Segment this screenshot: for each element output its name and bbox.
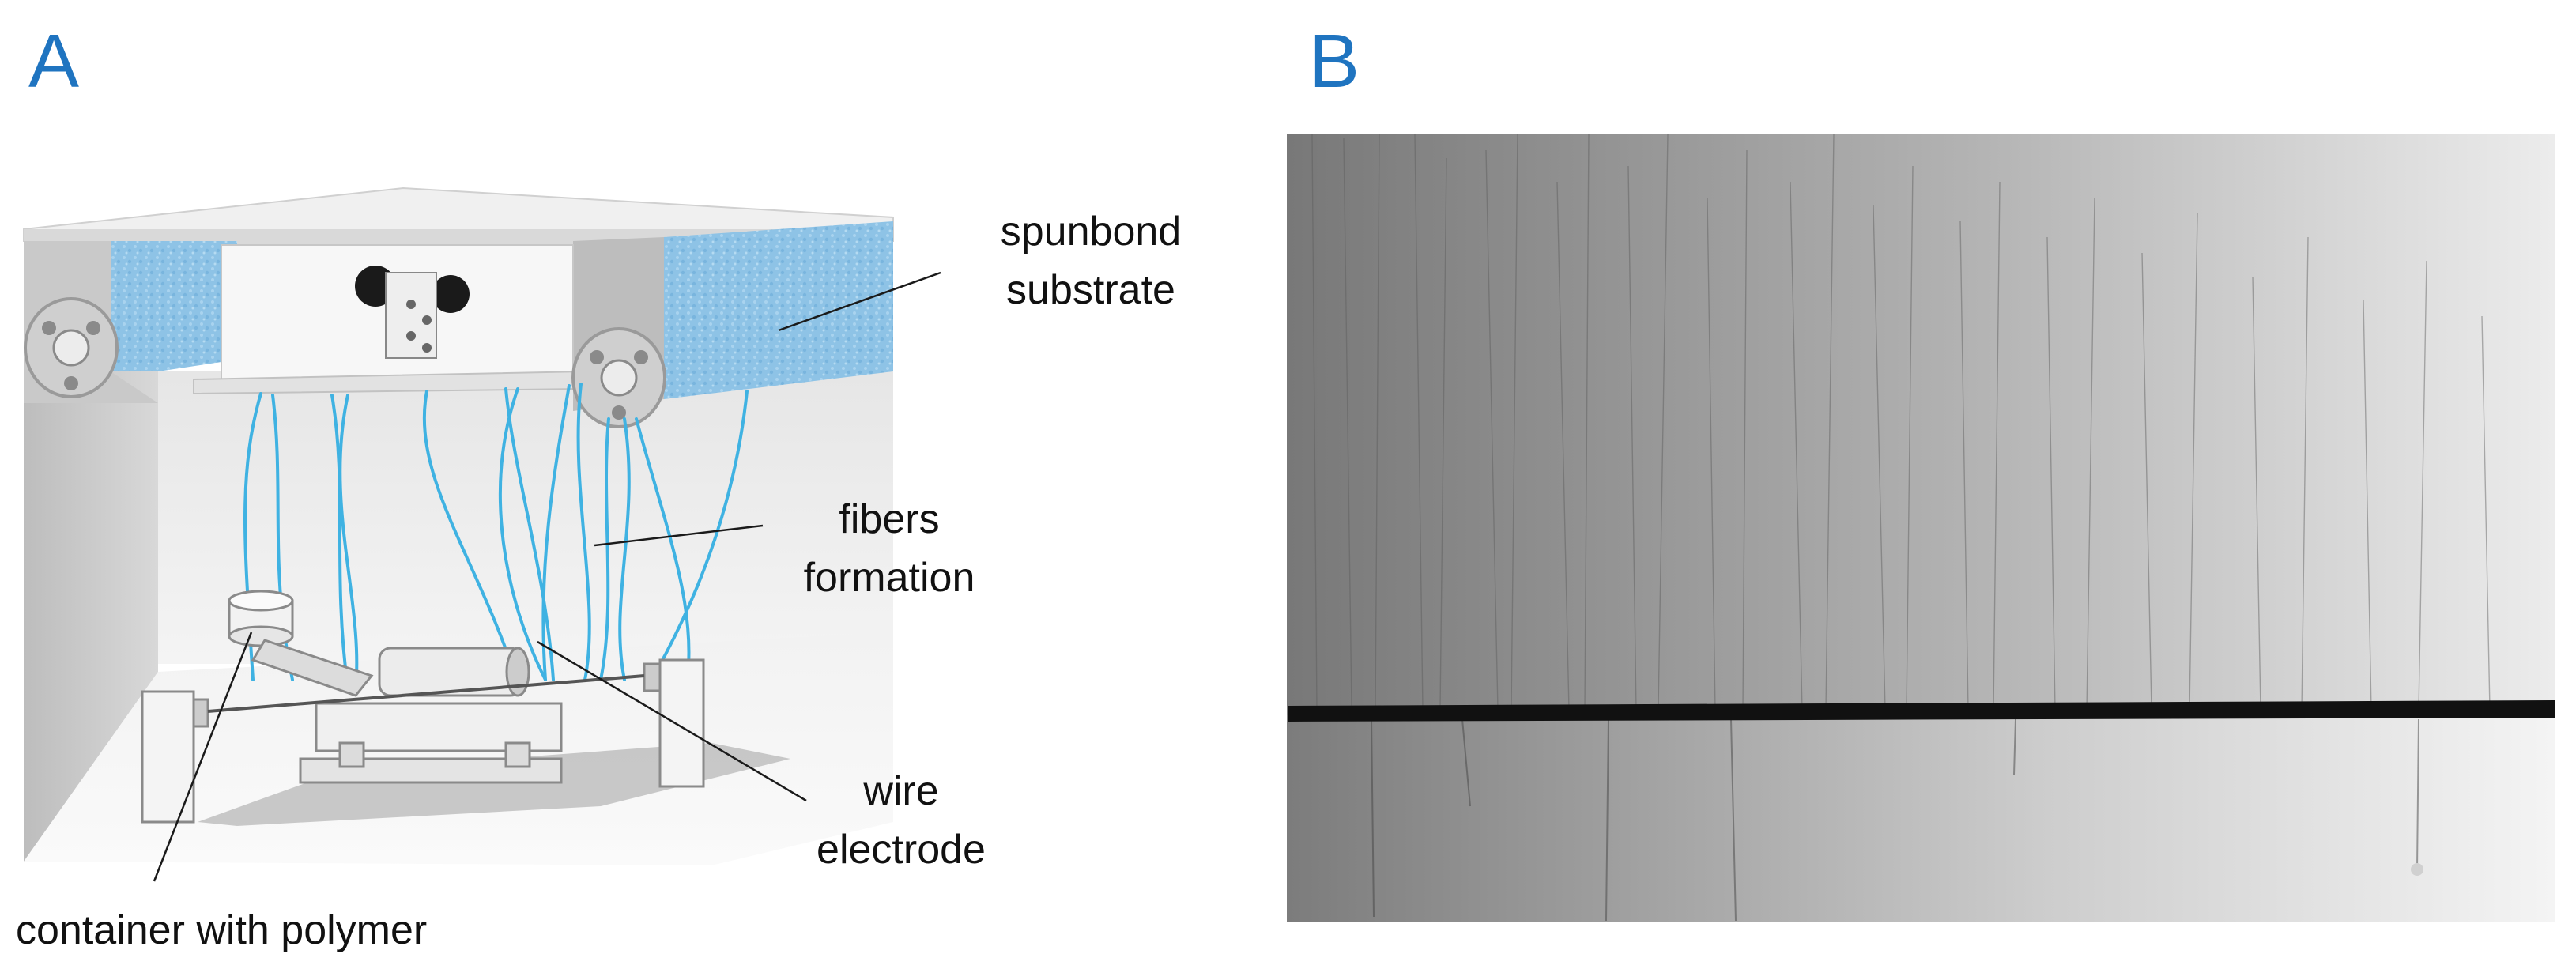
label-fibers-line2: formation (803, 555, 975, 601)
spunbond-substrate-left (111, 241, 237, 371)
label-fibers-formation: fibers formation (790, 490, 988, 607)
right-roller (571, 327, 666, 428)
leader-lines (153, 271, 941, 882)
label-wire-electrode: wire electrode (783, 762, 1020, 879)
fiber-photograph (1287, 134, 2555, 922)
label-wire-line1: wire (863, 768, 939, 814)
spinning-mechanism (141, 639, 705, 824)
leader-spunbond (778, 271, 941, 332)
label-spunbond-line2: substrate (1006, 267, 1175, 313)
left-roller (24, 297, 119, 398)
wire-electrode (1288, 700, 2555, 722)
leader-fibers (594, 524, 764, 547)
adjuster-knobs (355, 266, 470, 359)
leader-wire (537, 640, 807, 802)
label-wire-line2: electrode (817, 827, 986, 873)
label-spunbond-substrate: spunbond substrate (972, 202, 1209, 319)
photo-fiber-strands (1311, 134, 2491, 712)
photo-lower-strands (1371, 718, 2419, 922)
photo-speck (2411, 863, 2423, 876)
polymer-container (228, 590, 294, 647)
leader-container (153, 632, 253, 882)
photo-lower-background (1287, 715, 2555, 922)
label-fibers-line1: fibers (839, 496, 940, 542)
label-container-with-polymer: container with polymer (16, 907, 428, 953)
apparatus-illustration (23, 187, 941, 882)
panel-b-letter: B (1309, 19, 1360, 104)
label-spunbond-line1: spunbond (1000, 209, 1182, 255)
panel-a-letter: A (28, 19, 80, 104)
assembly-shadow (198, 743, 790, 826)
spunbond-substrate-right (664, 221, 893, 399)
